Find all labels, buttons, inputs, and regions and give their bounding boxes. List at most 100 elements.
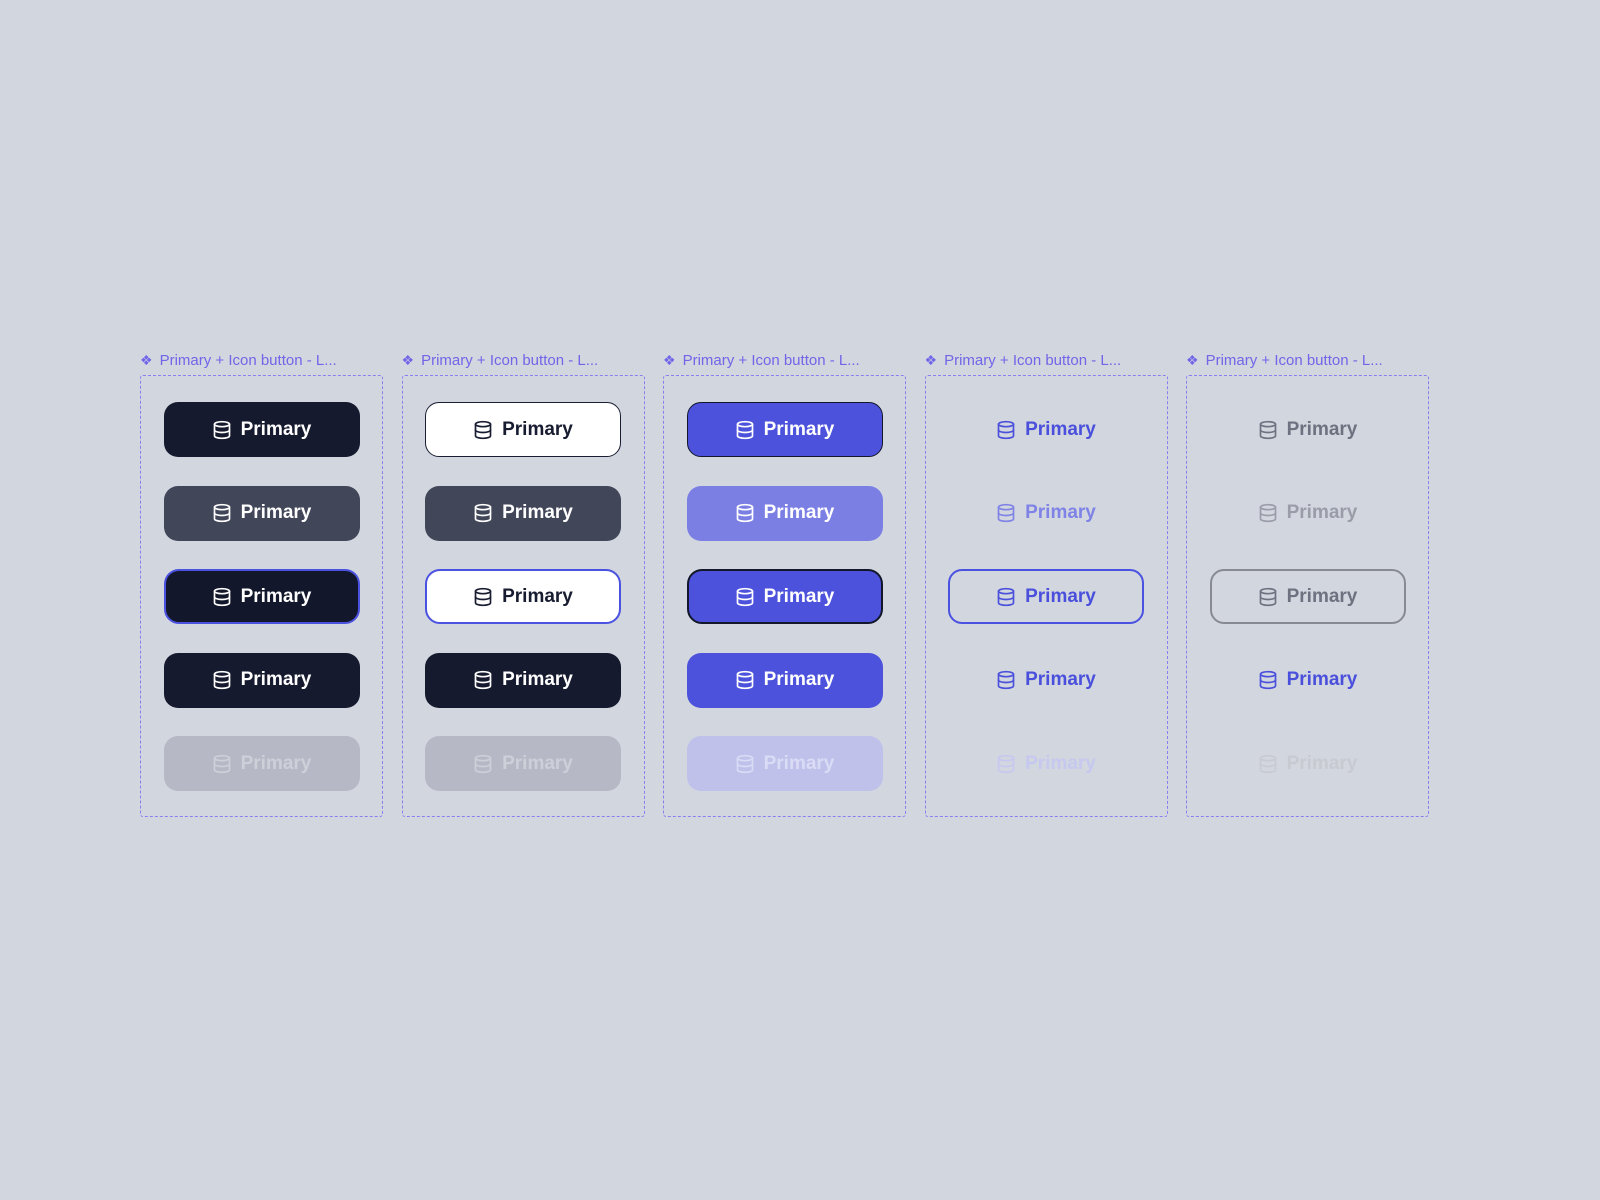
frame-body: Primary Primary Primary Primary Primary [1186, 375, 1429, 817]
primary-button[interactable]: Primary [948, 569, 1144, 624]
database-icon [996, 754, 1016, 774]
component-frame-1: ❖ Primary + Icon button - L... Primary P… [140, 350, 383, 817]
database-icon [1258, 420, 1278, 440]
primary-button[interactable]: Primary [425, 485, 621, 541]
primary-button[interactable]: Primary [163, 652, 360, 708]
database-icon [1258, 503, 1278, 523]
frame-title-text: Primary + Icon button - L... [1205, 351, 1383, 369]
button-label: Primary [763, 752, 835, 774]
primary-button[interactable]: Primary [163, 402, 360, 457]
primary-button[interactable]: Primary [1209, 569, 1406, 624]
database-icon [1258, 587, 1278, 607]
button-label: Primary [502, 418, 573, 440]
database-icon [996, 503, 1016, 523]
database-icon [473, 587, 493, 607]
button-label: Primary [763, 669, 835, 690]
database-icon [212, 754, 232, 774]
database-icon [212, 420, 232, 440]
button-label: Primary [240, 502, 312, 523]
frame-title[interactable]: ❖ Primary + Icon button - L... [1186, 350, 1429, 370]
button-label: Primary [763, 502, 835, 523]
frame-title-text: Primary + Icon button - L... [682, 351, 860, 369]
primary-button[interactable]: Primary [686, 736, 883, 791]
database-icon [735, 420, 755, 440]
database-icon [473, 754, 493, 774]
primary-button[interactable]: Primary [948, 653, 1144, 708]
button-label: Primary [1286, 752, 1358, 774]
button-label: Primary [1286, 669, 1358, 690]
primary-button[interactable]: Primary [163, 736, 360, 791]
button-label: Primary [763, 418, 835, 440]
database-icon [473, 503, 493, 523]
primary-button[interactable]: Primary [1210, 653, 1406, 708]
button-label: Primary [1025, 752, 1096, 774]
database-icon [735, 754, 755, 774]
figma-component-icon: ❖ [401, 352, 415, 368]
figma-component-icon: ❖ [1186, 352, 1199, 368]
component-frame-5: ❖ Primary + Icon button - L... Primary P… [1186, 350, 1429, 817]
figma-component-icon: ❖ [924, 352, 938, 368]
button-label: Primary [502, 502, 573, 523]
primary-button[interactable]: Primary [686, 652, 883, 708]
button-label: Primary [763, 585, 835, 607]
primary-button[interactable]: Primary [948, 736, 1144, 791]
database-icon [735, 670, 755, 690]
button-label: Primary [1025, 669, 1096, 690]
frame-body: Primary Primary Primary Primary Primary [924, 375, 1168, 817]
button-label: Primary [1025, 585, 1096, 607]
frame-body: Primary Primary Primary Primary Primary [401, 375, 645, 817]
frame-title-text: Primary + Icon button - L... [944, 351, 1122, 369]
primary-button[interactable]: Primary [425, 569, 621, 624]
components-board: ❖ Primary + Icon button - L... Primary P… [140, 350, 1429, 817]
primary-button[interactable]: Primary [1210, 486, 1406, 541]
primary-button[interactable]: Primary [1210, 736, 1406, 791]
component-frame-2: ❖ Primary + Icon button - L... Primary P… [401, 350, 645, 817]
primary-button[interactable]: Primary [686, 485, 883, 541]
frame-body: Primary Primary Primary Primary Primary [140, 375, 383, 817]
button-label: Primary [240, 752, 312, 774]
primary-button[interactable]: Primary [425, 736, 621, 791]
figma-component-icon: ❖ [663, 352, 676, 368]
database-icon [996, 670, 1016, 690]
frame-title[interactable]: ❖ Primary + Icon button - L... [402, 350, 645, 370]
button-label: Primary [1286, 418, 1358, 440]
figma-component-icon: ❖ [140, 352, 153, 368]
frame-title[interactable]: ❖ Primary + Icon button - L... [663, 350, 906, 370]
database-icon [735, 587, 755, 607]
database-icon [1258, 754, 1278, 774]
component-frame-3: ❖ Primary + Icon button - L... Primary P… [663, 350, 906, 817]
database-icon [996, 587, 1016, 607]
button-label: Primary [240, 669, 312, 690]
button-label: Primary [240, 585, 312, 607]
database-icon [473, 420, 493, 440]
primary-button[interactable]: Primary [686, 402, 883, 457]
frame-title[interactable]: ❖ Primary + Icon button - L... [925, 350, 1168, 370]
button-label: Primary [1286, 502, 1358, 523]
button-label: Primary [1286, 585, 1358, 607]
button-label: Primary [502, 585, 573, 607]
primary-button[interactable]: Primary [1210, 402, 1406, 457]
button-label: Primary [1025, 502, 1096, 523]
button-label: Primary [240, 418, 312, 440]
database-icon [212, 670, 232, 690]
primary-button[interactable]: Primary [686, 569, 883, 624]
frame-body: Primary Primary Primary Primary Primary [663, 375, 906, 817]
frame-title[interactable]: ❖ Primary + Icon button - L... [140, 350, 383, 370]
primary-button[interactable]: Primary [948, 486, 1144, 541]
primary-button[interactable]: Primary [948, 402, 1144, 457]
component-frame-4: ❖ Primary + Icon button - L... Primary P… [924, 350, 1168, 817]
database-icon [1258, 670, 1278, 690]
primary-button[interactable]: Primary [163, 485, 360, 541]
frame-title-text: Primary + Icon button - L... [159, 351, 337, 369]
database-icon [996, 420, 1016, 440]
database-icon [212, 587, 232, 607]
button-label: Primary [502, 669, 573, 690]
button-label: Primary [1025, 418, 1096, 440]
database-icon [473, 670, 493, 690]
primary-button[interactable]: Primary [163, 569, 360, 624]
frame-title-text: Primary + Icon button - L... [421, 351, 599, 369]
database-icon [212, 503, 232, 523]
primary-button[interactable]: Primary [425, 652, 621, 708]
button-label: Primary [502, 752, 573, 774]
primary-button[interactable]: Primary [425, 402, 621, 457]
